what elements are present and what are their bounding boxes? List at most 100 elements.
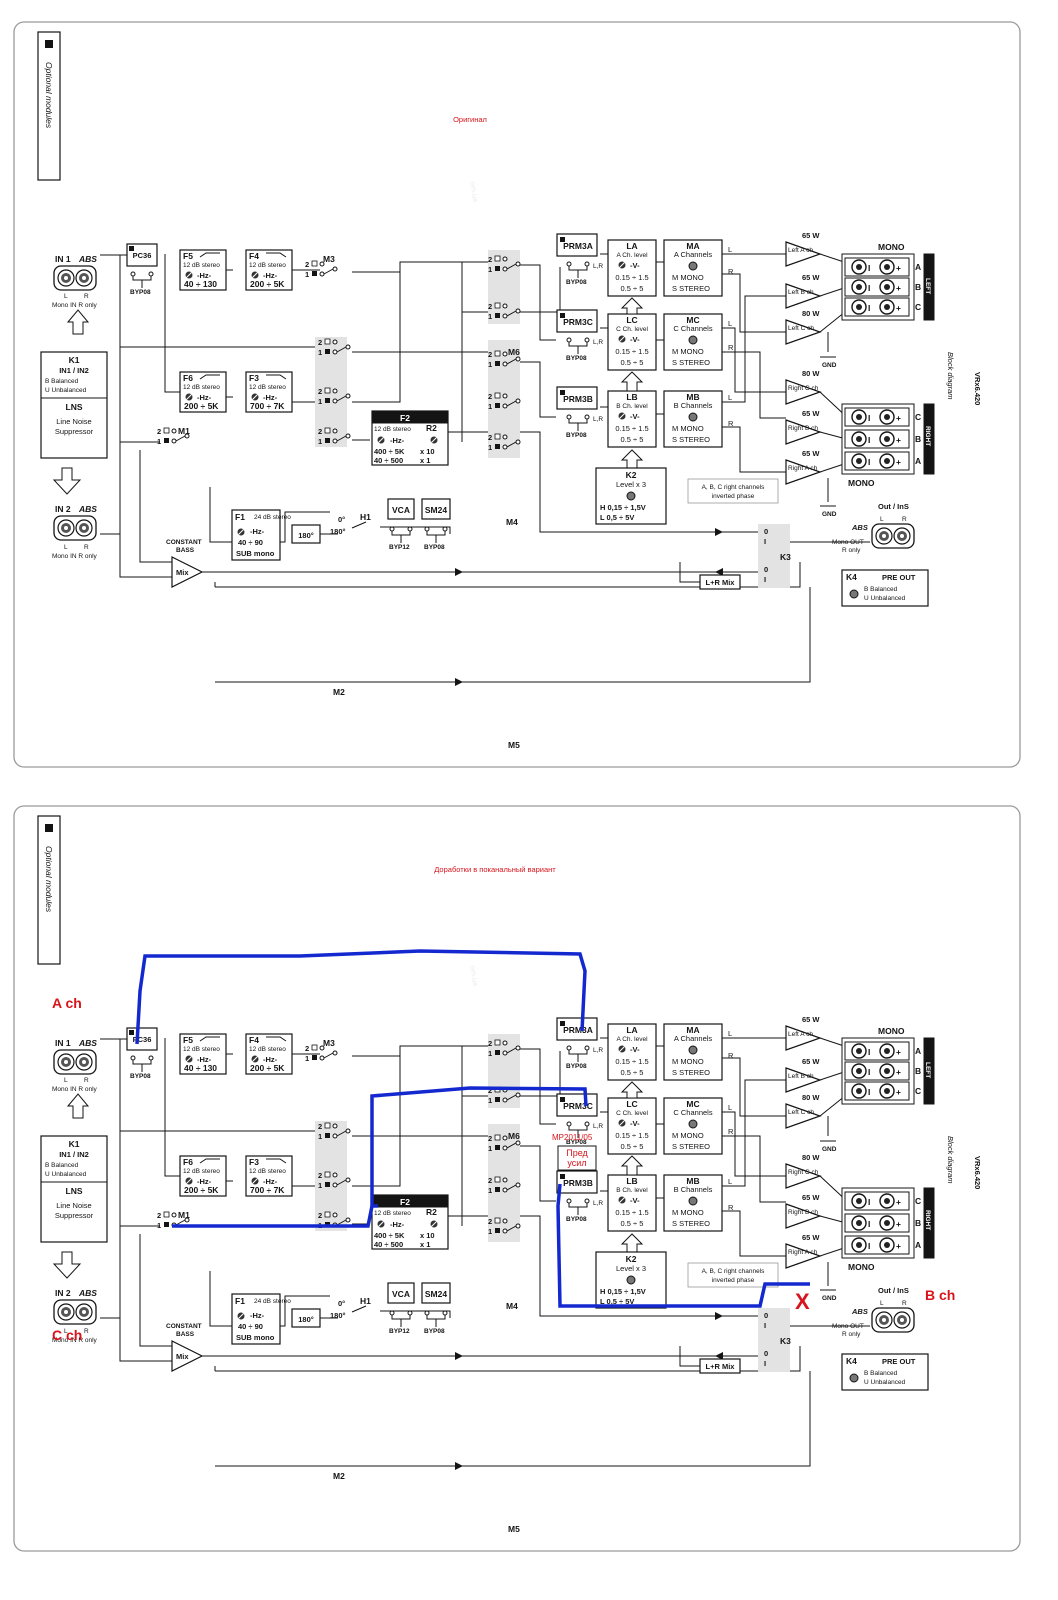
optional-modules-label: Optional modules xyxy=(44,62,54,129)
switch-shade xyxy=(315,337,347,447)
switch-m2-b: 21 xyxy=(318,387,351,406)
mode-name: MB xyxy=(686,392,699,402)
switch-m2: M2 xyxy=(315,337,347,697)
label: PRE OUT xyxy=(882,1357,916,1366)
range-1: 0.15 ÷ 1.5 xyxy=(615,1208,648,1217)
label: BASS xyxy=(176,547,195,554)
prm-label: PRM3B xyxy=(563,394,593,404)
label: I xyxy=(868,1087,870,1097)
label: I xyxy=(764,1321,766,1330)
label: -Hz- xyxy=(250,527,265,536)
label: Mono IN R only xyxy=(52,302,98,309)
amp-watt: 65 W xyxy=(802,231,820,240)
wire xyxy=(164,254,180,393)
range-2: 0.5 ÷ 5 xyxy=(621,284,644,293)
label: IN 1 xyxy=(55,1038,71,1048)
note-2: inverted phase xyxy=(712,1277,755,1284)
blue-wire-b xyxy=(556,1183,810,1308)
filter-box xyxy=(245,371,293,413)
level-la: LAA Ch. level-V-0.15 ÷ 1.50.5 ÷ 5 xyxy=(607,1023,657,1081)
label: 0 xyxy=(764,527,768,536)
label: I xyxy=(764,537,766,546)
label: 1 xyxy=(318,348,322,357)
m1-label: M1 xyxy=(178,426,190,436)
bypass-jumper: BYP08 xyxy=(566,261,590,286)
label: 24 dB stereo xyxy=(254,514,291,521)
label: -V- xyxy=(630,335,640,344)
k2-name: K2 xyxy=(626,1254,637,1264)
label: S STEREO xyxy=(672,1142,710,1151)
left-tab-label: LEFT xyxy=(924,1062,931,1078)
switch-arm xyxy=(506,1225,517,1232)
channel-letter: A xyxy=(915,456,921,466)
watermark: om.ua xyxy=(468,965,481,988)
knob-icon xyxy=(618,335,626,343)
mode-line: C Channels xyxy=(673,324,712,333)
level-box xyxy=(607,1174,657,1232)
prm-box xyxy=(556,386,598,410)
f2-header xyxy=(371,1194,449,1208)
switch-arm xyxy=(506,310,517,317)
note-box xyxy=(687,478,779,504)
level-line: B Ch. level xyxy=(616,403,648,410)
gnd-label: GND xyxy=(822,362,837,369)
switch-m2: M2 xyxy=(315,1121,347,1481)
amp-ch: Right C ch xyxy=(788,385,819,392)
label: x 1 xyxy=(420,456,430,465)
deg0-label: 0° xyxy=(338,1299,345,1308)
prm-box xyxy=(556,1170,598,1194)
label: 12 dB stereo xyxy=(183,262,220,269)
switch-arm xyxy=(506,1047,517,1054)
knob-icon xyxy=(185,1055,193,1063)
label: 2 xyxy=(488,350,492,359)
switch-m1: 21 xyxy=(157,427,190,446)
label: R xyxy=(728,419,734,428)
f2-header xyxy=(371,410,449,424)
label: -V- xyxy=(630,261,640,270)
label: 1 xyxy=(318,437,322,446)
amp-ch: Right B ch xyxy=(788,425,818,432)
label: 1 xyxy=(488,1096,492,1105)
label: 12 dB stereo xyxy=(183,1168,220,1175)
label: 40 ÷ 500 xyxy=(374,456,403,465)
label: L xyxy=(64,544,68,551)
label: SUB mono xyxy=(236,1333,275,1342)
label: 200 ÷ 5K xyxy=(184,401,219,411)
label: 40 ÷ 90 xyxy=(238,1322,263,1331)
label: I xyxy=(868,457,870,467)
label: R xyxy=(728,343,734,352)
label: 200 ÷ 5K xyxy=(250,1063,285,1073)
label: F4 xyxy=(249,251,259,261)
label: -Hz- xyxy=(263,393,278,402)
label: L xyxy=(880,1300,884,1307)
level-box xyxy=(607,313,657,371)
label: R xyxy=(902,516,907,523)
lr-label: L,R xyxy=(593,1123,603,1130)
label: x 10 xyxy=(420,447,435,456)
abs-label: ABS xyxy=(78,1038,97,1048)
label: 2 xyxy=(318,1211,322,1220)
label: -V- xyxy=(630,1119,640,1128)
wire xyxy=(164,1038,180,1177)
label: 1 xyxy=(305,1054,309,1063)
label: R xyxy=(84,544,89,551)
button-icon xyxy=(849,589,859,599)
diagram-title: VRx6.420 xyxy=(973,1156,982,1189)
mode-line: A Channels xyxy=(674,250,713,259)
prm-box xyxy=(556,233,598,257)
label: BYP08 xyxy=(424,1328,445,1335)
knob-icon xyxy=(618,1119,626,1127)
wire xyxy=(722,273,786,333)
mono-out-label: Mono OUT xyxy=(832,1323,864,1330)
label: 12 dB stereo xyxy=(374,1210,411,1217)
